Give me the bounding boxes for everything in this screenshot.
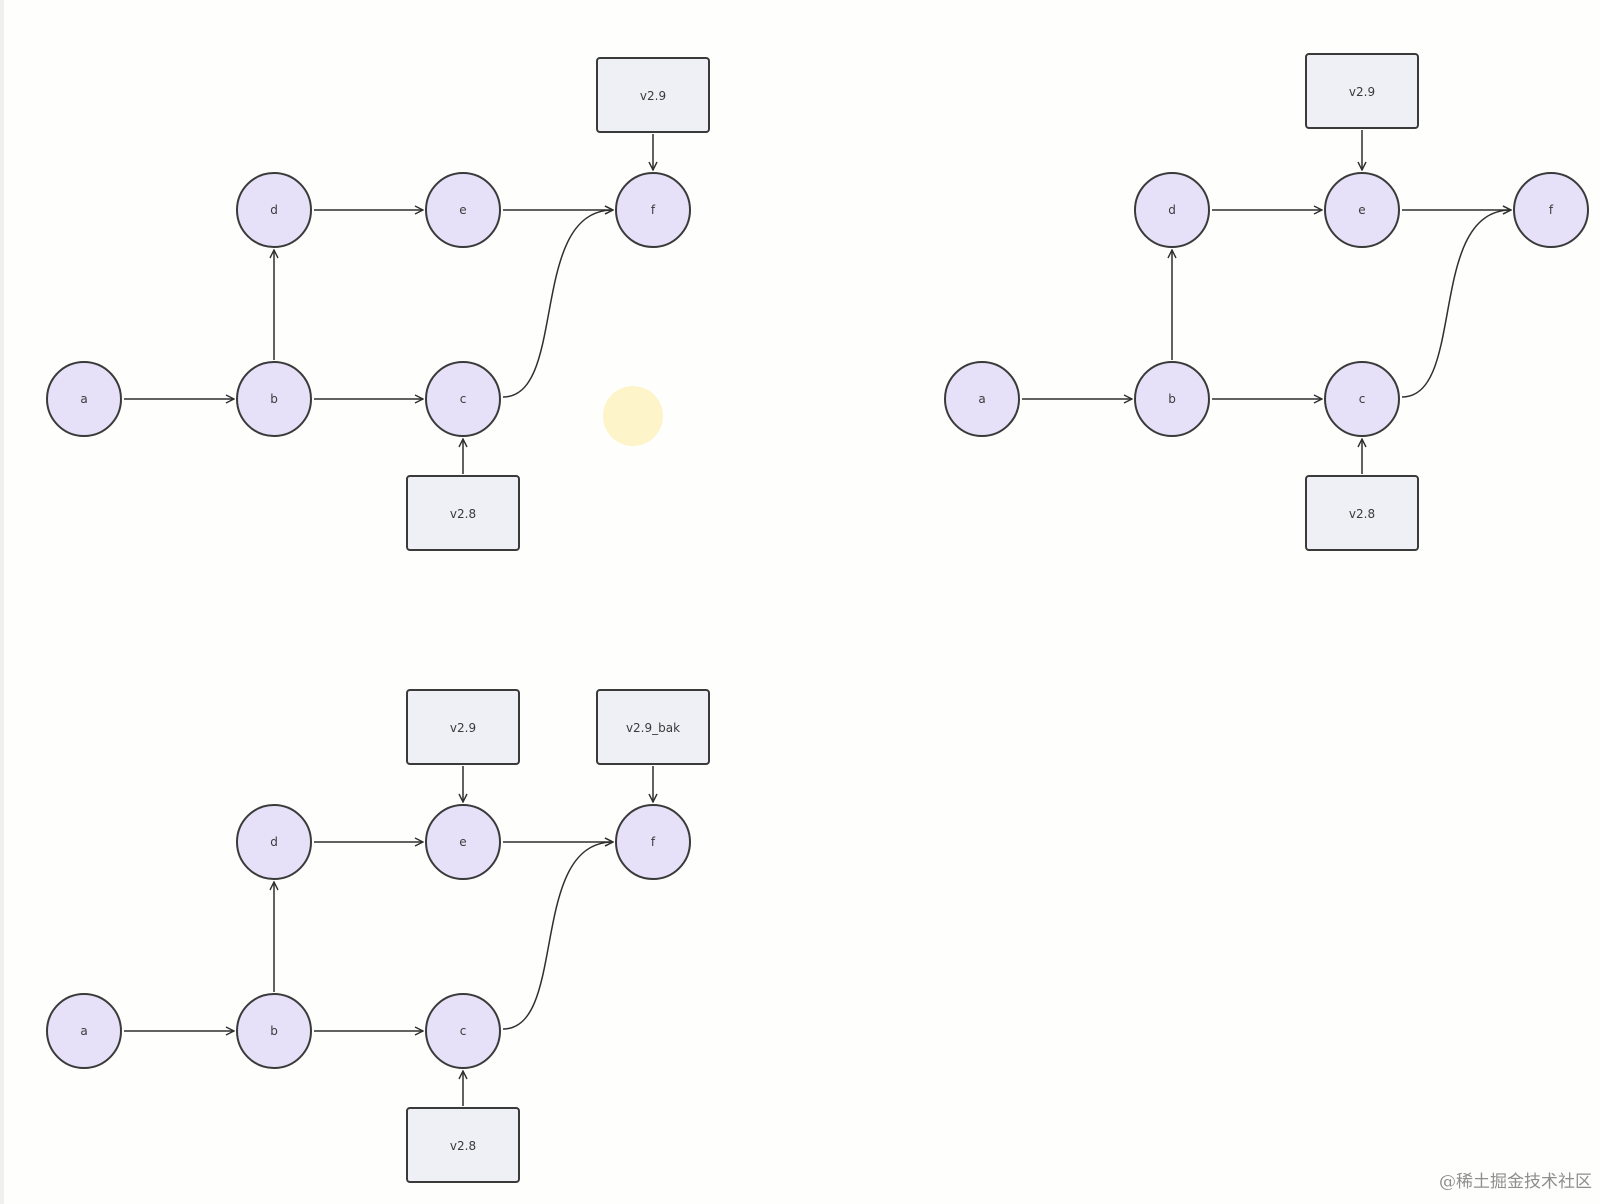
tag-label: v2.9: [640, 89, 666, 103]
tag-v2.9: v2.9: [406, 689, 520, 802]
left-edge-rule: [0, 0, 4, 1204]
tag-v2.9_bak: v2.9_bak: [596, 689, 710, 802]
commit-label: b: [1168, 392, 1176, 406]
commit-label: c: [460, 392, 467, 406]
tag-label: v2.8: [1349, 507, 1375, 521]
tag-v2.8: v2.8: [406, 439, 520, 551]
tag-v2.8: v2.8: [1305, 439, 1419, 551]
commit-label: e: [459, 835, 466, 849]
commit-circle: [1134, 172, 1210, 248]
watermark: @稀土掘金技术社区: [1439, 1172, 1592, 1192]
commit-circle: [236, 993, 312, 1069]
commit-node-b: b: [236, 993, 312, 1069]
diagram-2: a b c d e f v2.9 v2.8: [944, 53, 1589, 551]
tag-label: v2.8: [450, 507, 476, 521]
commit-label: d: [1168, 203, 1176, 217]
commit-circle: [236, 361, 312, 437]
diagram-1: a b c d e f v2.9 v2.8: [46, 57, 710, 551]
tag-label: v2.9_bak: [626, 721, 680, 735]
commit-circle: [425, 993, 501, 1069]
diagram-3: a b c d e f v2.9 v2.9_bak v2.8: [46, 689, 710, 1183]
tag-box: [406, 689, 520, 765]
commit-label: b: [270, 1024, 278, 1038]
tag-box: [1305, 475, 1419, 551]
commit-label: b: [270, 392, 278, 406]
commit-label: c: [460, 1024, 467, 1038]
commit-circle: [1513, 172, 1589, 248]
commit-circle: [944, 361, 1020, 437]
tag-label: v2.9: [450, 721, 476, 735]
commit-label: e: [459, 203, 466, 217]
tag-box: [1305, 53, 1419, 129]
commit-node-a: a: [46, 993, 122, 1069]
edge-c-to-f: [502, 842, 613, 1030]
commit-circle: [1324, 361, 1400, 437]
commit-label: d: [270, 203, 278, 217]
commit-node-a: a: [46, 361, 122, 437]
tag-v2.8: v2.8: [406, 1071, 520, 1183]
tag-label: v2.8: [450, 1139, 476, 1153]
commit-label: f: [651, 835, 656, 849]
commit-label: f: [651, 203, 656, 217]
commit-circle: [46, 993, 122, 1069]
tag-label: v2.9: [1349, 85, 1375, 99]
commit-circle: [236, 804, 312, 880]
tag-box: [406, 1107, 520, 1183]
commit-circle: [46, 361, 122, 437]
commit-node-f: f: [615, 804, 691, 880]
commit-node-d: d: [1134, 172, 1210, 248]
cursor-highlight: [603, 386, 663, 446]
commit-circle: [425, 172, 501, 248]
commit-label: e: [1358, 203, 1365, 217]
commit-label: f: [1549, 203, 1554, 217]
commit-circle: [236, 172, 312, 248]
commit-node-d: d: [236, 804, 312, 880]
tag-v2.9: v2.9: [596, 57, 710, 170]
commit-node-e: e: [1324, 172, 1400, 248]
commit-label: a: [80, 1024, 87, 1038]
commit-node-e: e: [425, 172, 501, 248]
commit-circle: [615, 172, 691, 248]
commit-node-b: b: [236, 361, 312, 437]
tag-box: [406, 475, 520, 551]
tag-v2.9: v2.9: [1305, 53, 1419, 170]
tag-box: [596, 57, 710, 133]
commit-node-f: f: [615, 172, 691, 248]
edge-c-to-f: [1401, 210, 1511, 398]
commit-node-a: a: [944, 361, 1020, 437]
commit-label: a: [80, 392, 87, 406]
commit-node-d: d: [236, 172, 312, 248]
commit-circle: [1324, 172, 1400, 248]
commit-circle: [615, 804, 691, 880]
commit-label: a: [978, 392, 985, 406]
commit-node-c: c: [1324, 361, 1400, 437]
commit-label: c: [1359, 392, 1366, 406]
commit-circle: [425, 361, 501, 437]
edge-c-to-f: [502, 210, 613, 398]
commit-node-e: e: [425, 804, 501, 880]
tag-box: [596, 689, 710, 765]
commit-node-f: f: [1513, 172, 1589, 248]
commit-node-c: c: [425, 361, 501, 437]
commit-label: d: [270, 835, 278, 849]
commit-node-b: b: [1134, 361, 1210, 437]
commit-circle: [425, 804, 501, 880]
commit-circle: [1134, 361, 1210, 437]
commit-node-c: c: [425, 993, 501, 1069]
